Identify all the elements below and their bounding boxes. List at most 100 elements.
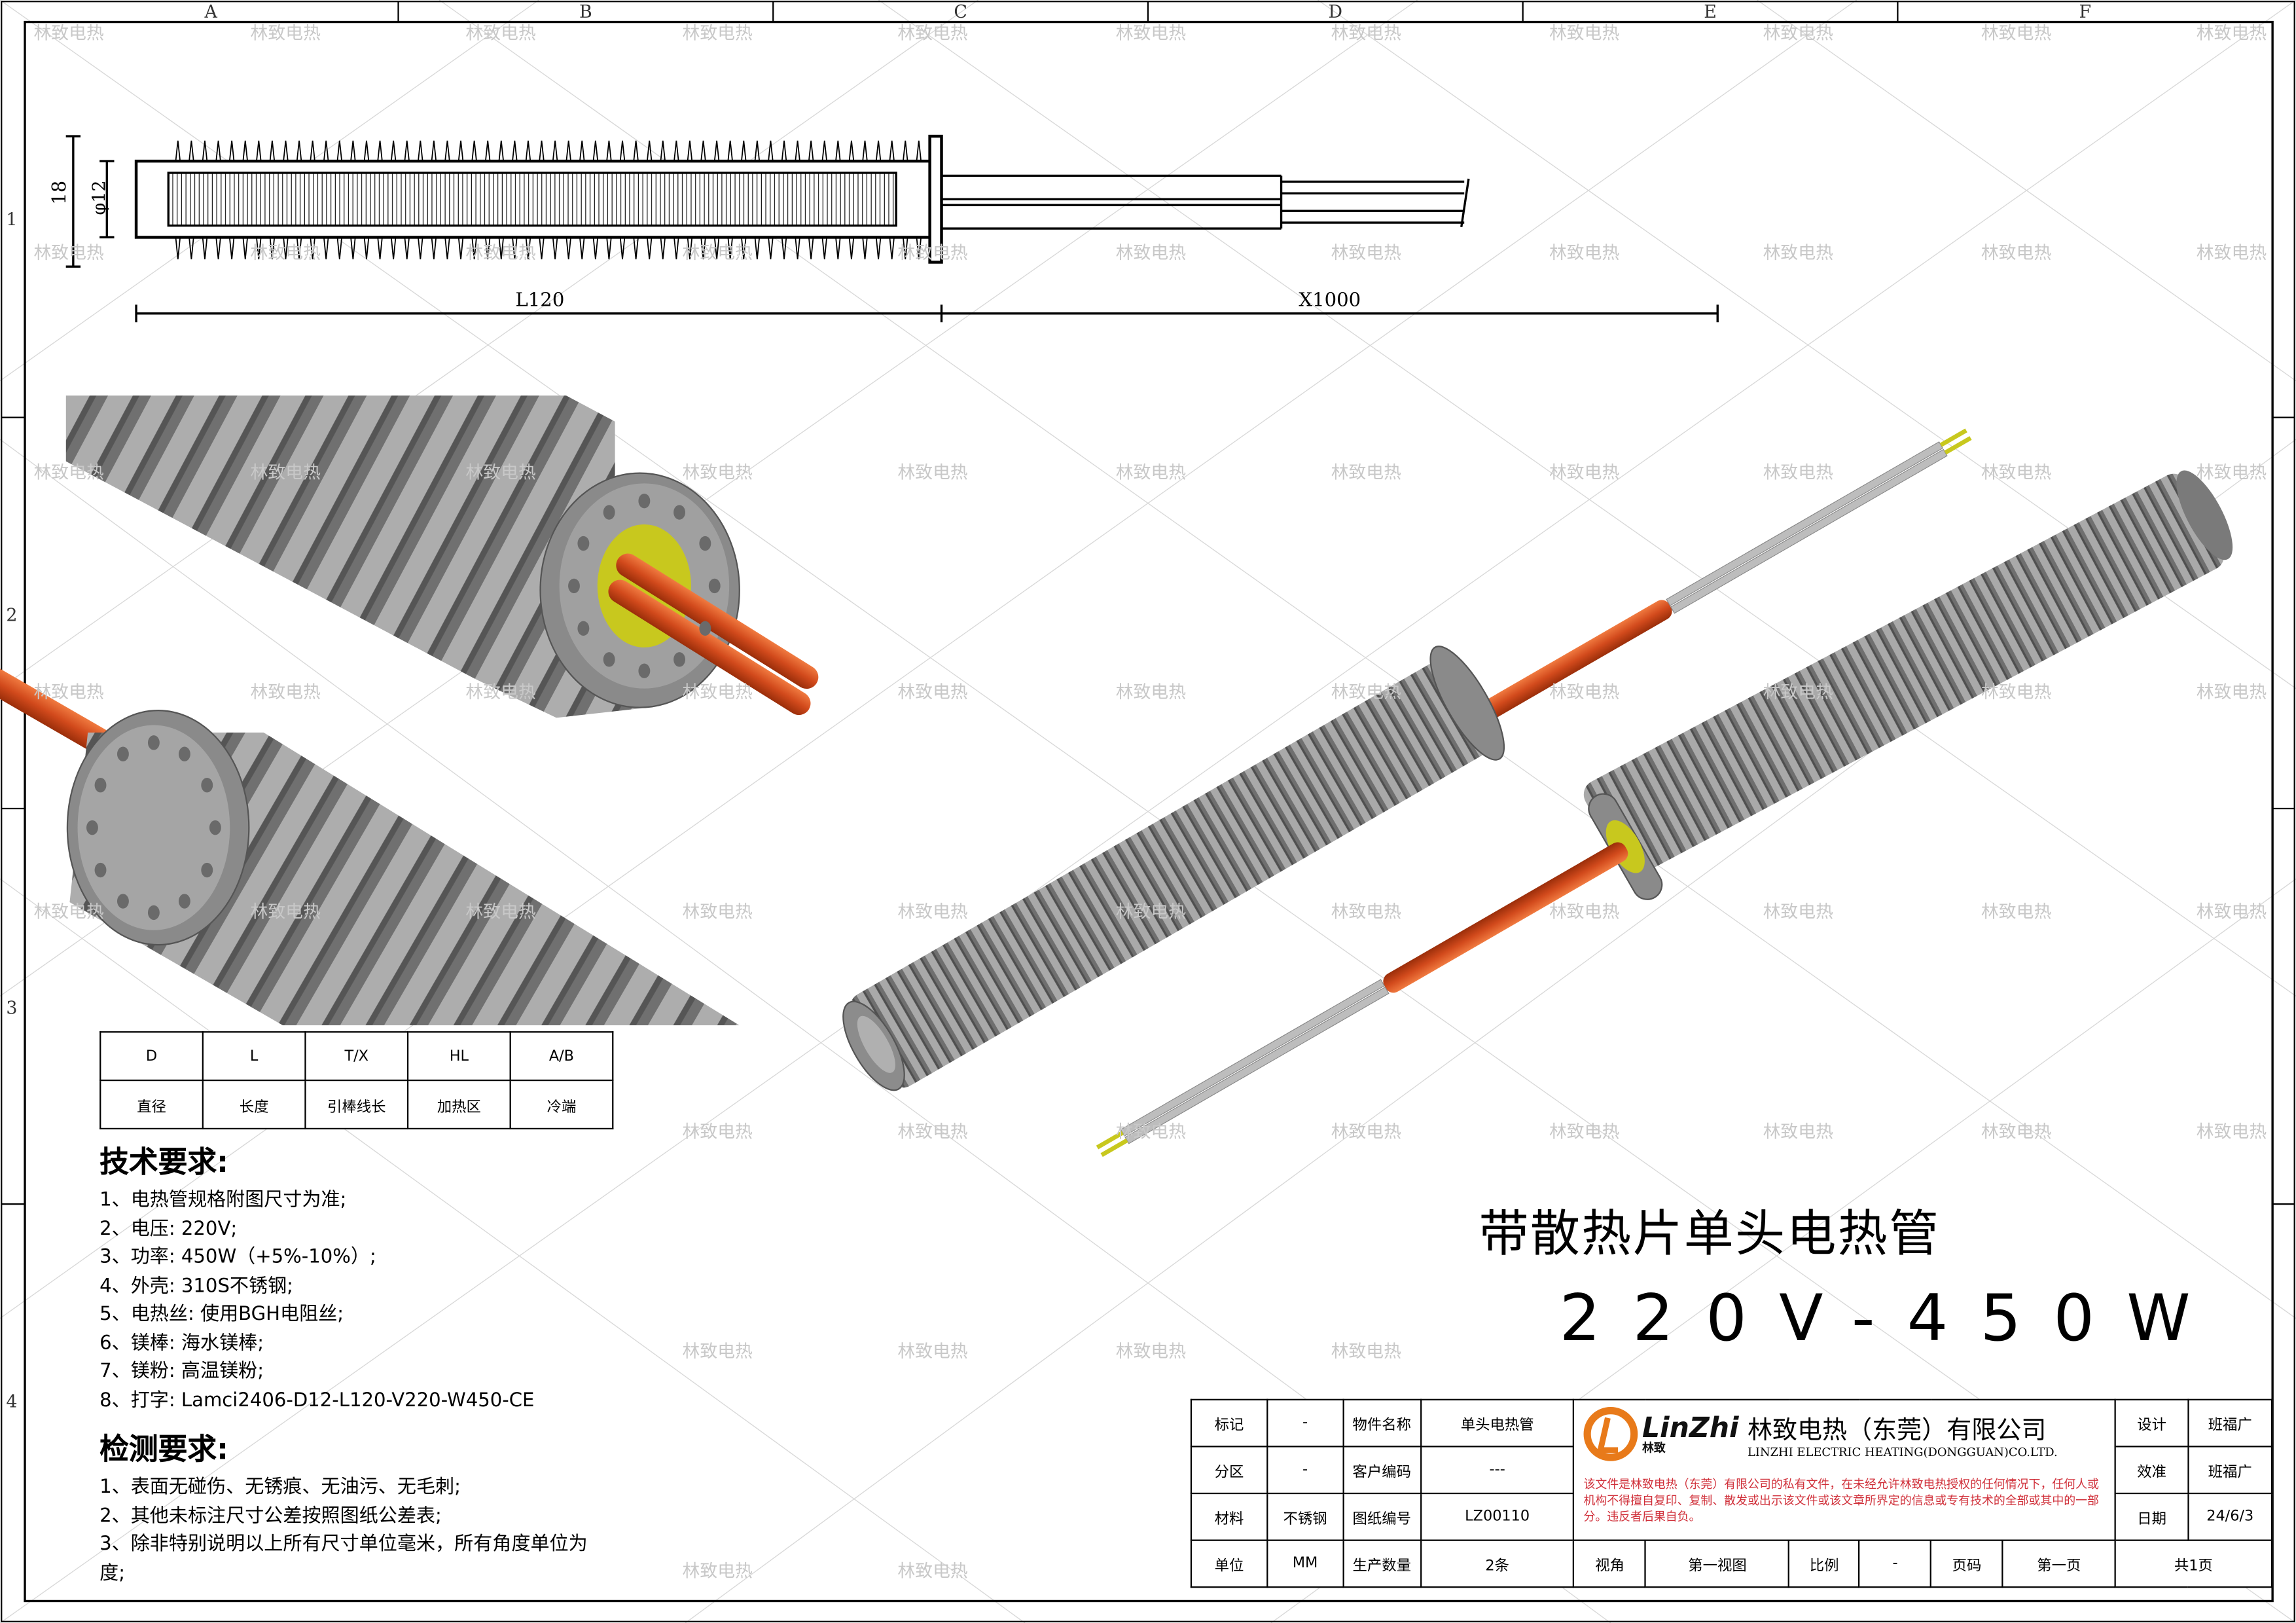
fin-mark [916, 140, 922, 260]
watermark-text: 林致电热 [1981, 242, 2052, 263]
watermark-text: 林致电热 [250, 22, 321, 44]
requirement-item: 3、功率: 450W（+5%-10%）; [99, 1247, 376, 1269]
fin-mark [215, 140, 221, 260]
watermark-text: 林致电热 [897, 462, 968, 483]
watermark-text: 林致电热 [33, 462, 104, 483]
watermark-text: 林致电热 [1549, 462, 1620, 483]
fin-mark [525, 140, 531, 260]
watermark-text: 林致电热 [1549, 22, 1620, 44]
fin-mark [228, 140, 235, 260]
flange-hole [147, 735, 160, 750]
watermark-text: 林致电热 [2196, 1121, 2267, 1142]
fin-mark [821, 140, 828, 260]
column-label: B [579, 1, 592, 22]
column-label: A [204, 1, 217, 22]
part-name-value: 单头电热管 [1420, 1398, 1575, 1448]
fin-mark [633, 140, 639, 260]
watermark-text: 林致电热 [1331, 242, 1402, 263]
flange-hole [94, 778, 107, 793]
fin-mark [592, 140, 599, 260]
fin-mark [256, 140, 262, 260]
watermark-text: 林致电热 [1981, 1121, 2052, 1142]
fin-mark [484, 140, 491, 260]
date-label: 日期 [2114, 1492, 2189, 1541]
fin-mark [835, 140, 841, 260]
flange-hole [147, 905, 160, 921]
column-label: C [954, 1, 967, 22]
zone-label: 分区 [1190, 1446, 1268, 1495]
watermark-text: 林致电热 [1549, 902, 1620, 922]
fin-mark [175, 140, 181, 260]
watermark-text: 林致电热 [682, 242, 753, 263]
watermark-text: 林致电热 [250, 682, 321, 702]
watermark-text: 林致电热 [682, 1341, 753, 1362]
fin-mark [202, 140, 208, 260]
fin-mark [862, 140, 868, 260]
watermark-text: 林致电热 [897, 902, 968, 922]
spec-code: A/B [509, 1031, 614, 1082]
watermark-text: 林致电热 [1763, 462, 1833, 483]
fin-mark [188, 140, 194, 260]
fin-mark [431, 140, 437, 260]
spec-code: T/X [304, 1031, 409, 1082]
watermark-text: 林致电热 [1115, 1121, 1187, 1142]
watermark-text: 林致电热 [682, 1121, 753, 1142]
spec-code: L [202, 1031, 306, 1082]
watermark-text: 林致电热 [682, 682, 753, 702]
material-label: 材料 [1190, 1492, 1268, 1541]
watermark-text: 林致电热 [2196, 682, 2267, 702]
fin-mark [512, 140, 518, 260]
column-label: D [1328, 1, 1343, 22]
watermark-text: 林致电热 [1115, 682, 1187, 702]
watermark-text: 林致电热 [1981, 462, 2052, 483]
spec-name: 长度 [202, 1079, 306, 1130]
flange-hole [673, 505, 686, 520]
heater-3d-render-1 [842, 428, 1972, 1091]
watermark-text: 林致电热 [2196, 462, 2267, 483]
confidentiality-notice: 该文件是林致电热（东莞）有限公司的私有文件，在未经允许林致电热授权的任何情况下，… [1583, 1478, 2099, 1523]
fin-mark [754, 140, 761, 260]
watermark-text: 林致电热 [33, 242, 104, 263]
part-name-label: 物件名称 [1342, 1398, 1422, 1448]
watermark-text: 林致电热 [1549, 242, 1620, 263]
watermark-text: 林致电热 [33, 902, 104, 922]
flange-hole [201, 778, 213, 793]
watermark-text: 林致电热 [33, 682, 104, 702]
watermark-text: 林致电热 [1331, 682, 1402, 702]
fin-mark [875, 140, 882, 260]
spec-name: 冷端 [509, 1079, 614, 1130]
fin-mark [283, 140, 289, 260]
watermark-text: 林致电热 [1331, 1341, 1402, 1362]
spec-code-table: D L T/X HL A/B 直径 长度 引棒线长 加热区 冷端 [99, 1031, 614, 1130]
watermark-text: 林致电热 [1763, 22, 1833, 44]
watermark-text: 林致电热 [1115, 242, 1187, 263]
requirement-item: 6、镁棒: 海水镁棒; [99, 1332, 264, 1355]
requirement-item: 2、其他未标注尺寸公差按照图纸公差表; [99, 1504, 442, 1527]
detail-view-flange-bottom [0, 646, 740, 1026]
watermark-text: 林致电热 [1331, 462, 1402, 483]
watermark-text: 林致电热 [897, 1560, 968, 1582]
fin-mark [565, 140, 571, 260]
fin-mark [903, 140, 908, 260]
watermark-text: 林致电热 [465, 462, 536, 483]
flange-hole [201, 862, 213, 878]
flange-hole [577, 621, 590, 636]
watermark-text: 林致电热 [682, 462, 753, 483]
fin-mark [673, 140, 679, 260]
fin-mark [848, 140, 855, 260]
watermark-text: 林致电热 [682, 22, 753, 44]
requirement-item: 1、表面无碰伤、无锈痕、无油污、无毛刺; [99, 1476, 461, 1499]
product-rating: 220V-450W [1559, 1281, 2223, 1357]
design-label: 设计 [2114, 1398, 2189, 1448]
page-total: 共1页 [2114, 1539, 2273, 1588]
drawing-number-value: LZ00110 [1420, 1492, 1575, 1541]
page-label: 页码 [1930, 1539, 2003, 1588]
fin-mark [336, 140, 343, 260]
section-view-drawing [65, 134, 1719, 323]
row-label: 1 [6, 209, 18, 230]
fin-mark [350, 140, 356, 260]
material-value: 不锈钢 [1266, 1492, 1344, 1541]
fin-mark [377, 140, 383, 260]
